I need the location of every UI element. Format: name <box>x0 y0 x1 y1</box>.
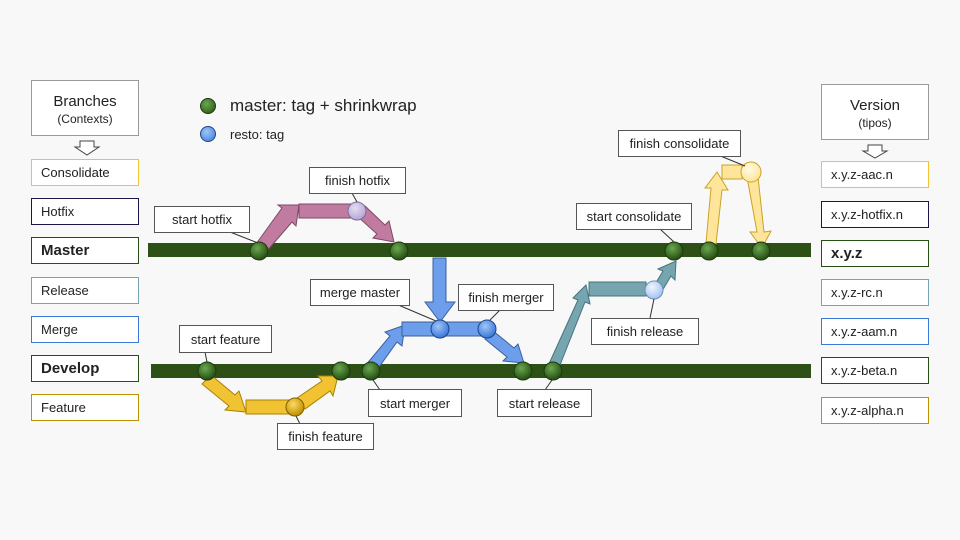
pointer-finish-hotfix <box>351 192 358 203</box>
callout-start-release: start release <box>497 389 592 417</box>
legend-other-label: resto: tag <box>230 126 285 142</box>
version-rc: x.y.z-rc.n <box>821 279 929 306</box>
node-develop-merge-feature <box>331 361 351 381</box>
legend-master: master: tag + shrinkwrap <box>200 96 417 116</box>
branch-hotfix: Hotfix <box>31 198 139 225</box>
callout-start-feature: start feature <box>179 325 272 353</box>
node-develop-start-release <box>543 361 563 381</box>
node-develop-start-merger <box>361 361 381 381</box>
callout-finish-consolidate: finish consolidate <box>618 130 741 157</box>
branch-master: Master <box>31 237 139 264</box>
callout-finish-release: finish release <box>591 318 699 345</box>
branch-develop: Develop <box>31 355 139 382</box>
callout-start-merger: start merger <box>368 389 462 417</box>
legend-other-dot <box>200 126 216 142</box>
callout-finish-merger: finish merger <box>458 284 554 311</box>
develop-trunk <box>151 364 811 378</box>
version-header-title: Version <box>849 97 901 114</box>
pointer-finish-feature <box>295 415 301 425</box>
version-beta: x.y.z-beta.n <box>821 357 929 384</box>
callout-start-consolidate: start consolidate <box>576 203 692 230</box>
feature-flow <box>201 374 339 415</box>
callout-finish-hotfix: finish hotfix <box>309 167 406 194</box>
legend-other: resto: tag <box>200 126 284 142</box>
legend-master-dot <box>200 98 216 114</box>
version-header-subtitle: (tipos) <box>858 116 892 130</box>
merge-arrow-down <box>424 257 456 323</box>
consolidate-arrow-up <box>704 171 729 245</box>
branch-consolidate: Consolidate <box>31 159 139 186</box>
pointer-start-release <box>544 379 553 391</box>
versions-down-arrow <box>861 144 889 159</box>
branches-header-title: Branches <box>53 93 117 110</box>
branches-header-subtitle: (Contexts) <box>57 112 113 126</box>
callout-merge-master: merge master <box>310 279 410 306</box>
pointer-start-merger <box>372 379 381 391</box>
merge-arrow-down-right <box>484 329 525 364</box>
version-aac: x.y.z-aac.n <box>821 161 929 188</box>
node-develop-merge-merger <box>513 361 533 381</box>
master-trunk <box>148 243 811 257</box>
branch-release: Release <box>31 277 139 304</box>
branch-feature: Feature <box>31 394 139 421</box>
consolidate-flow <box>704 164 772 249</box>
pointer-start-feature <box>204 351 208 363</box>
pointer-start-consolidate <box>659 228 675 243</box>
consolidate-arrow-down <box>746 176 772 249</box>
legend-master-label: master: tag + shrinkwrap <box>230 96 417 115</box>
version-header: Version (tipos) <box>821 84 929 140</box>
node-consolidate-finish <box>740 161 762 183</box>
pointer-finish-release <box>649 298 655 319</box>
node-master-finish-consolidate <box>751 241 771 261</box>
node-master-consolidate <box>699 241 719 261</box>
node-merge-master <box>430 319 450 339</box>
release-arrow-up <box>547 283 591 371</box>
branch-merge: Merge <box>31 316 139 343</box>
feature-arrow-down <box>201 374 247 413</box>
version-aam: x.y.z-aam.n <box>821 318 929 345</box>
node-master-start-hotfix <box>249 241 269 261</box>
node-merge-finish <box>477 319 497 339</box>
version-hotfix: x.y.z-hotfix.n <box>821 201 929 228</box>
branches-down-arrow <box>73 140 101 156</box>
node-master-merge-hotfix <box>389 241 409 261</box>
hotfix-flow <box>255 203 395 253</box>
version-release-final: x.y.z <box>821 240 929 267</box>
pointer-finish-merger <box>489 309 501 321</box>
pointer-merge-master <box>395 303 437 322</box>
callout-start-hotfix: start hotfix <box>154 206 250 233</box>
hotfix-arrow-up <box>255 204 300 253</box>
feature-arrow-up <box>296 375 339 410</box>
branches-header: Branches (Contexts) <box>31 80 139 136</box>
node-feature-finish <box>285 397 305 417</box>
version-alpha: x.y.z-alpha.n <box>821 397 929 424</box>
callout-finish-feature: finish feature <box>277 423 374 450</box>
pointer-start-hotfix <box>229 231 259 244</box>
